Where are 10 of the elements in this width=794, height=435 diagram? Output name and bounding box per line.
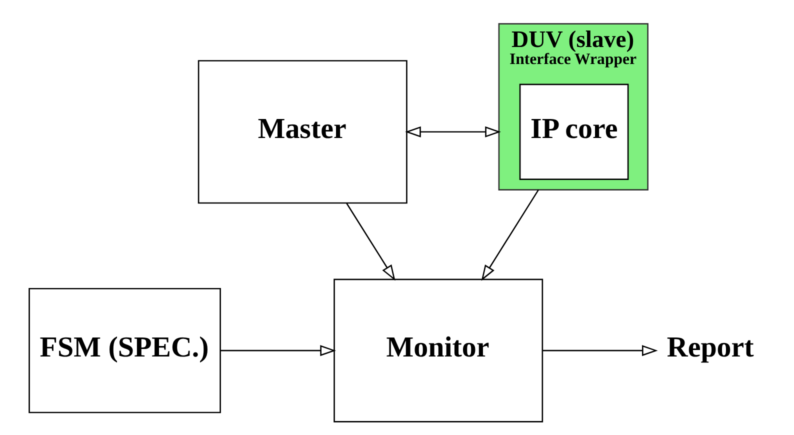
- arrow: [220, 345, 336, 356]
- arrow: [542, 345, 658, 356]
- node-box: IP core: [518, 84, 628, 180]
- node-box: Master: [197, 60, 407, 204]
- node-box: FSM (SPEC.): [28, 288, 220, 414]
- arrow: [404, 126, 500, 138]
- node-box: Monitor: [333, 278, 543, 422]
- arrow: [480, 189, 539, 281]
- arrow: [346, 202, 395, 281]
- node-text: Report: [666, 332, 754, 364]
